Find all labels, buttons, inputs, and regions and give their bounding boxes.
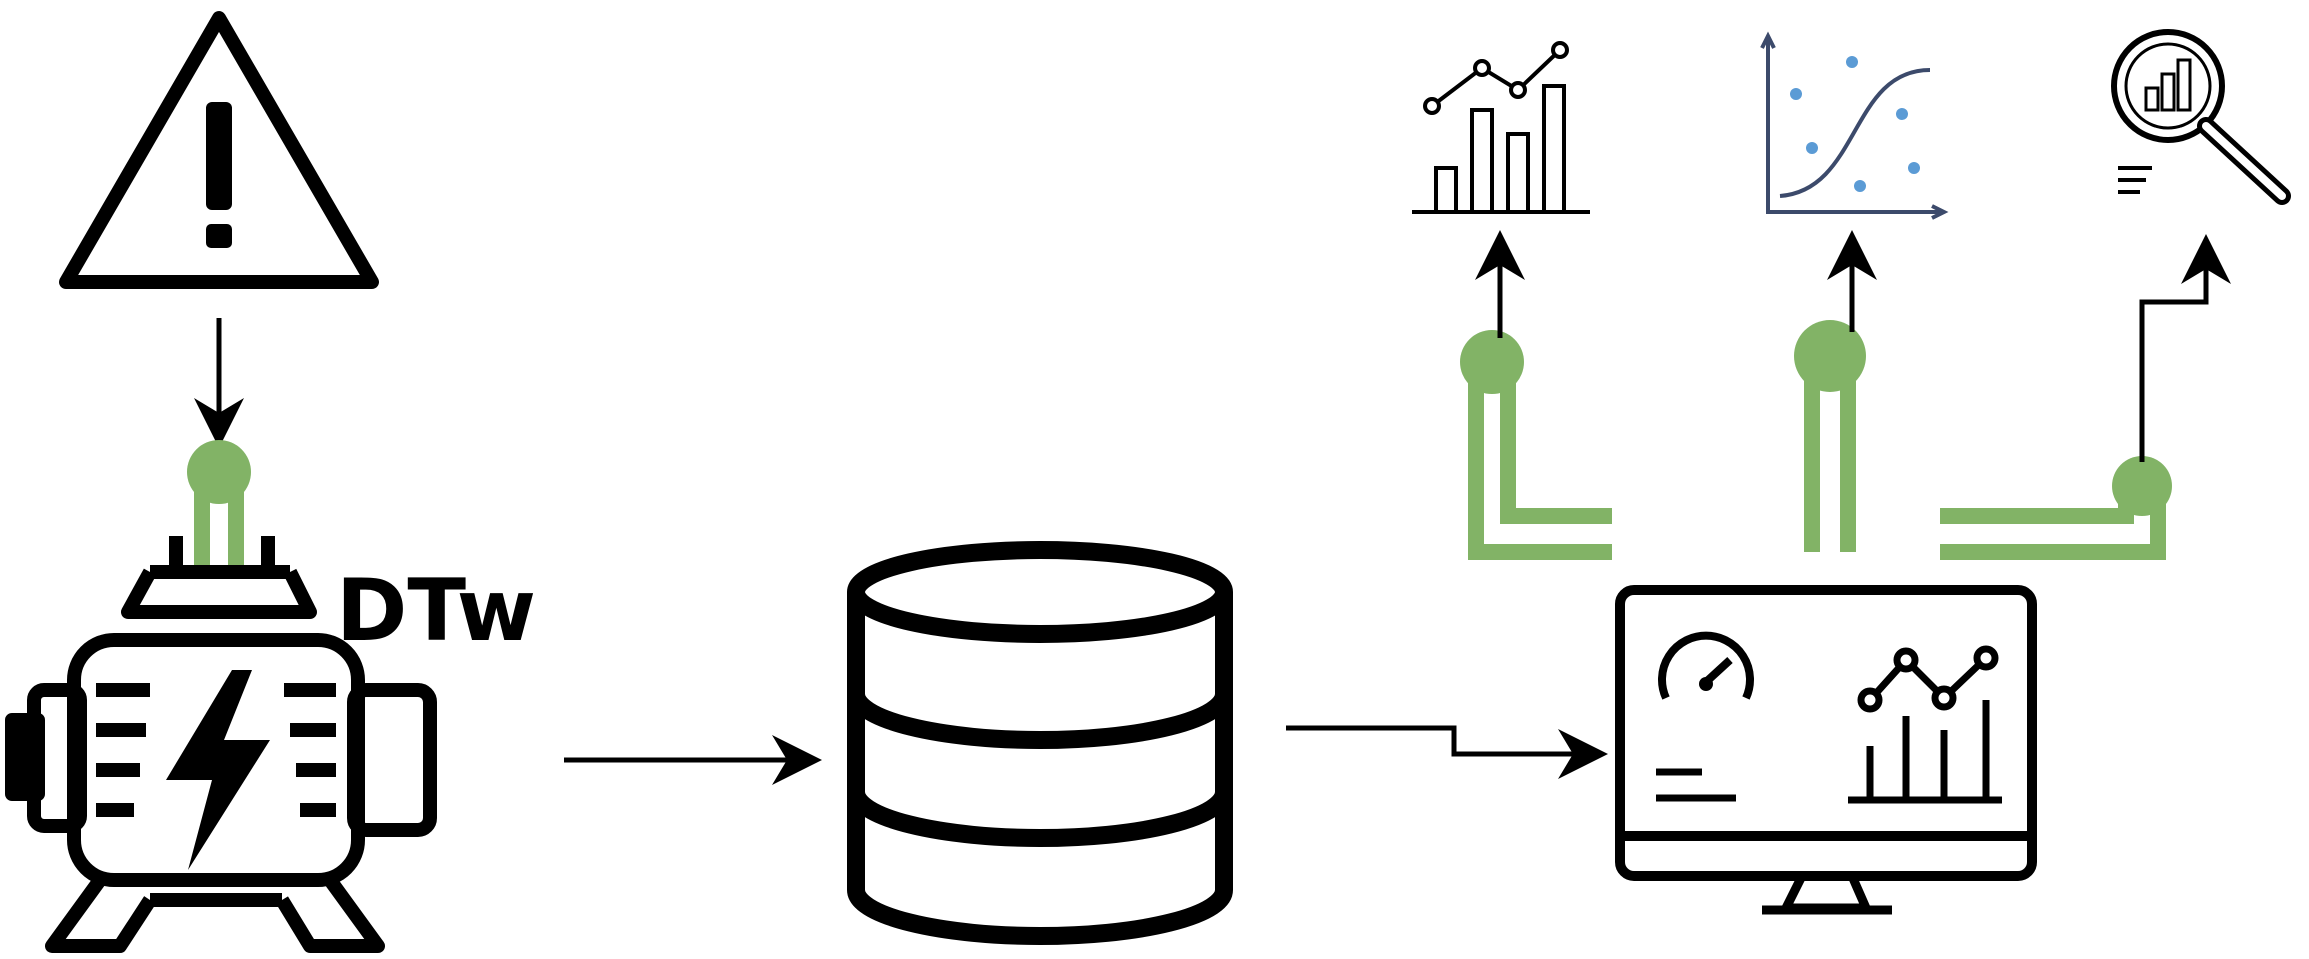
database-icon xyxy=(847,541,1233,945)
monitor-dashboard-icon xyxy=(1615,585,2037,915)
green-connector-left xyxy=(1460,330,1612,560)
bar-line-chart-icon xyxy=(1412,41,1590,214)
magnifier-chart-icon xyxy=(2111,29,2291,205)
warning-triangle-icon xyxy=(59,11,379,289)
motor-green-connector xyxy=(187,440,251,578)
green-connector-middle xyxy=(1794,320,1866,552)
arrow-to-magnifier-chart xyxy=(2139,234,2231,462)
lightning-bolt-icon xyxy=(166,670,270,870)
dtw-label: DTw xyxy=(336,561,536,661)
green-connector-right xyxy=(1940,456,2172,560)
database-to-dashboard-arrow xyxy=(1286,725,1608,779)
electric-motor-icon xyxy=(5,536,437,953)
scatter-curve-icon xyxy=(1760,31,1949,220)
